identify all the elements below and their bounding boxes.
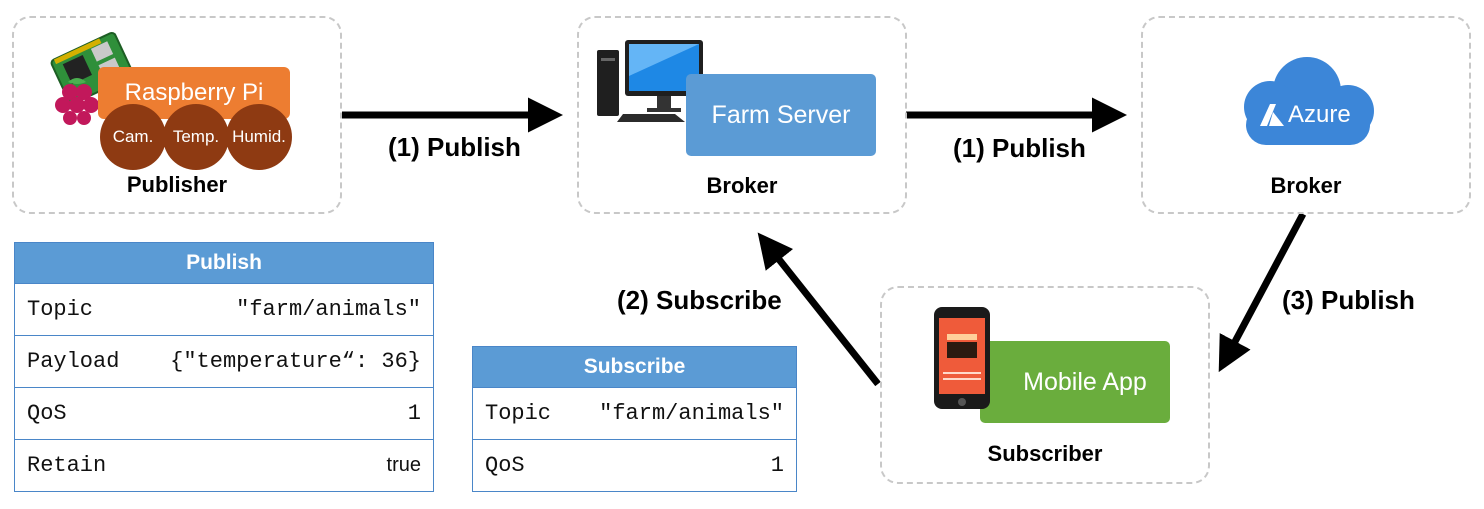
table-row: QoS 1 [14, 387, 434, 440]
publish-label-1a: (1) Publish [388, 132, 521, 162]
topic-value: "farm/animals" [144, 283, 434, 336]
smartphone-icon [934, 307, 990, 409]
topic-value: "farm/animals" [572, 387, 797, 440]
camera-sensor: Cam. [100, 104, 166, 170]
farm-broker-label: Broker [706, 173, 778, 198]
publish-label-1b: (1) Publish [953, 133, 1086, 163]
subscribe-label-2: (2) Subscribe [617, 285, 782, 315]
payload-value: {"temperature“: 36} [144, 335, 434, 388]
subscribe-table-title: Subscribe [472, 346, 797, 388]
publish-arrow-to-subscriber [1218, 212, 1307, 373]
publisher-node [12, 16, 342, 214]
retain-value: true [144, 439, 434, 492]
temperature-sensor: Temp. [163, 104, 229, 170]
qos-key: QoS [14, 387, 145, 440]
farm-broker-node [577, 16, 907, 214]
humidity-sensor: Humid. [226, 104, 292, 170]
publish-table-title: Publish [14, 242, 434, 284]
cloud-broker-node [1141, 16, 1471, 214]
subscriber-node [880, 286, 1210, 484]
subscriber-label: Subscriber [987, 441, 1103, 466]
publish-label-3: (3) Publish [1282, 285, 1415, 315]
subscribe-table: Subscribe Topic "farm/animals" QoS 1 [472, 346, 797, 492]
table-row: Retain true [14, 439, 434, 492]
table-row: Payload {"temperature“: 36} [14, 335, 434, 388]
table-row: Topic "farm/animals" [14, 283, 434, 336]
table-row: Topic "farm/animals" [472, 387, 797, 440]
publish-table: Publish Topic "farm/animals" Payload {"t… [14, 242, 434, 492]
qos-key: QoS [472, 439, 573, 492]
topic-key: Topic [472, 387, 573, 440]
azure-label: Azure [1288, 101, 1351, 128]
qos-value: 1 [572, 439, 797, 492]
mobile-app-badge: Mobile App [980, 341, 1170, 423]
payload-key: Payload [14, 335, 145, 388]
azure-logo-icon [1260, 104, 1284, 126]
cloud-broker-label: Broker [1270, 173, 1342, 198]
retain-key: Retain [14, 439, 145, 492]
raspberry-pi-board-icon [50, 31, 134, 125]
publisher-label: Publisher [126, 172, 228, 197]
topic-key: Topic [14, 283, 145, 336]
table-row: QoS 1 [472, 439, 797, 492]
farm-server-badge: Farm Server [686, 74, 876, 156]
qos-value: 1 [144, 387, 434, 440]
subscribe-arrow-to-farm-server [757, 232, 881, 387]
